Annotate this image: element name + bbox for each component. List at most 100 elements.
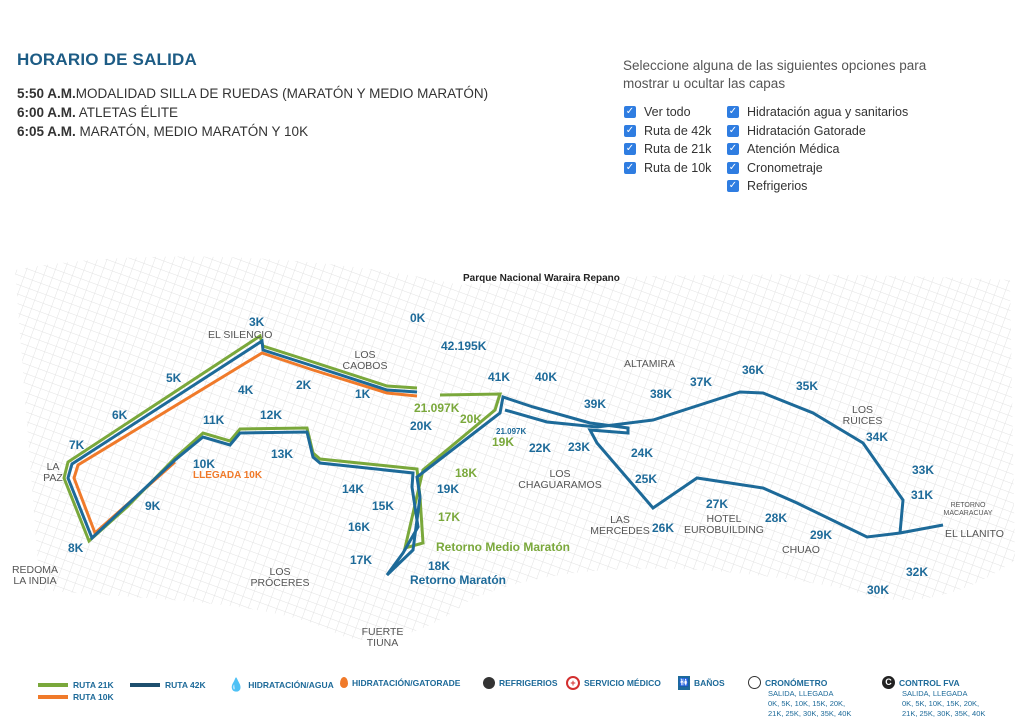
retorno-maraton-label: Retorno Maratón: [410, 573, 506, 587]
km-marker: 41K: [488, 370, 511, 384]
layer-column-2: ✓ Hidratación agua y sanitarios ✓Hidratac…: [727, 103, 908, 196]
km-marker: 14K: [342, 482, 365, 496]
sub: 21K, 25K, 30K, 35K, 40K: [902, 709, 986, 718]
km-marker: 8K: [68, 541, 84, 555]
place-la-paz: LA PAZ: [43, 461, 63, 484]
gatorade-drop-icon: [340, 677, 348, 688]
km-marker: 34K: [866, 430, 889, 444]
legend-snacks: REFRIGERIOS: [483, 677, 558, 689]
place-los-chaguaramos: LOS CHAGUARAMOS: [518, 468, 602, 491]
km-marker: 26K: [652, 521, 675, 535]
layer-toggle-all[interactable]: ✓ Ver todo: [624, 103, 711, 122]
km-marker: 31K: [911, 488, 934, 502]
km-marker: 12K: [260, 408, 283, 422]
page-title: HORARIO DE SALIDA: [17, 50, 198, 69]
label: Ruta de 10k: [644, 160, 712, 175]
city-background: [15, 256, 1015, 640]
route-10k: [72, 351, 418, 536]
checkbox[interactable]: ✓: [727, 180, 739, 193]
layer-toggle-medical[interactable]: ✓Atención Médica: [727, 140, 908, 159]
layer-toggle-42k[interactable]: ✓ Ruta de 42k: [624, 122, 711, 141]
event: MARATÓN, MEDIO MARATÓN Y 10K: [75, 124, 309, 139]
layer-toggle-timing[interactable]: ✓ Cronometraje: [727, 159, 908, 178]
km-marker: 13K: [271, 447, 294, 461]
event: ATLETAS ÉLITE: [75, 105, 179, 120]
km-marker: 16K: [348, 520, 371, 534]
checkbox[interactable]: ✓: [624, 124, 636, 137]
km-marker: 1K: [355, 387, 371, 401]
layer-toggle-10k[interactable]: ✓ Ruta de 10k: [624, 159, 711, 178]
legend-medical: + SERVICIO MÉDICO: [566, 676, 661, 690]
km-marker: 24K: [631, 446, 654, 460]
label: RUTA 10K: [73, 692, 114, 702]
label: Ver todo: [644, 105, 691, 120]
place-altamira: ALTAMIRA: [624, 358, 675, 370]
label: CRONÓMETRO: [765, 677, 828, 688]
km-marker: 27K: [706, 497, 729, 511]
km-marker: 10K: [193, 457, 216, 471]
sub: 0K, 5K, 10K, 15K, 20K,: [902, 699, 980, 708]
place-chuao: CHUAO: [782, 544, 820, 556]
place-hotel-eurobuilding: HOTEL EUROBUILDING: [684, 513, 764, 536]
place-los-proceres: LOS PRÓCERES: [250, 566, 310, 589]
label: Cronometraje: [747, 160, 823, 175]
place-fuerte-tiuna: FUERTE TIUNA: [361, 626, 404, 649]
place-los-ruices: LOS RUICES: [842, 404, 883, 427]
km-marker-21k: 17K: [438, 510, 461, 524]
legend-water: 💧HIDRATACIÓN/AGUA: [228, 677, 334, 693]
time: 6:00 A.M.: [17, 105, 76, 120]
label: Hidratación agua y sanitarios: [747, 105, 909, 120]
route-21k: [62, 333, 503, 551]
km-marker: 30K: [867, 583, 890, 597]
checkbox[interactable]: ✓: [727, 143, 739, 156]
km-marker: 33K: [912, 463, 935, 477]
place-el-llanito: EL LLANITO: [945, 528, 1004, 540]
park-label: Parque Nacional Waraira Repano: [463, 273, 620, 284]
event: MODALIDAD SILLA DE RUEDAS (MARATÓN Y MED…: [75, 86, 489, 101]
km-marker: 18K: [428, 559, 451, 573]
legend-ruta-21k: RUTA 21K: [38, 680, 114, 690]
km-marker: 22K: [529, 441, 552, 455]
sub: 0K, 5K, 10K, 15K, 20K,: [768, 699, 846, 708]
schedule-row: 6:05 A.M. MARATÓN, MEDIO MARATÓN Y 10K: [17, 124, 308, 139]
layer-toggle-snacks[interactable]: ✓Refrigerios: [727, 177, 908, 196]
km-marker: 35K: [796, 379, 819, 393]
medical-icon: +: [566, 676, 580, 690]
km-marker: 20K: [410, 419, 433, 433]
km-marker: 2K: [296, 378, 312, 392]
layer-toggle-water[interactable]: ✓ Hidratación agua y sanitarios: [727, 103, 908, 122]
km-marker: 39K: [584, 397, 607, 411]
layer-column-1: ✓ Ver todo ✓ Ruta de 42k ✓ Ruta de 21k ✓ Rut…: [624, 103, 711, 177]
layer-toggle-21k[interactable]: ✓ Ruta de 21k: [624, 140, 711, 159]
km-marker: 0K: [410, 311, 426, 325]
fva-control-icon: C: [882, 676, 895, 689]
checkbox[interactable]: ✓: [727, 124, 739, 137]
label: Ruta de 21k: [644, 142, 712, 157]
km-marker: 42.195K: [441, 339, 487, 353]
km-marker: 5K: [166, 371, 182, 385]
km-marker-21k: 19K: [492, 435, 515, 449]
layer-toggle-gatorade[interactable]: ✓Hidratación Gatorade: [727, 122, 908, 141]
km-marker: 37K: [690, 375, 713, 389]
sub: SALIDA, LLEGADA: [768, 689, 834, 698]
label: REFRIGERIOS: [499, 678, 558, 688]
km-marker: 23K: [568, 440, 591, 454]
label: RUTA 42K: [165, 680, 206, 690]
checkbox[interactable]: ✓: [727, 161, 739, 174]
label: Ruta de 42k: [644, 123, 712, 138]
checkbox[interactable]: ✓: [624, 106, 636, 119]
checkbox[interactable]: ✓: [727, 106, 739, 119]
checkbox[interactable]: ✓: [624, 161, 636, 174]
label: SERVICIO MÉDICO: [584, 678, 661, 688]
km-marker: 6K: [112, 408, 128, 422]
retorno-medio-maraton-label: Retorno Medio Maratón: [436, 540, 570, 554]
schedule-row: 6:00 A.M. ATLETAS ÉLITE: [17, 105, 178, 120]
legend-toilets: 🚻BAÑOS: [678, 676, 725, 690]
km-marker: 32K: [906, 565, 929, 579]
km-marker: 11K: [203, 413, 225, 427]
finish-10k-label: LLEGADA 10K: [193, 470, 263, 481]
stopwatch-icon: [748, 676, 761, 689]
km-marker: 21.097K: [496, 427, 527, 436]
checkbox[interactable]: ✓: [624, 143, 636, 156]
